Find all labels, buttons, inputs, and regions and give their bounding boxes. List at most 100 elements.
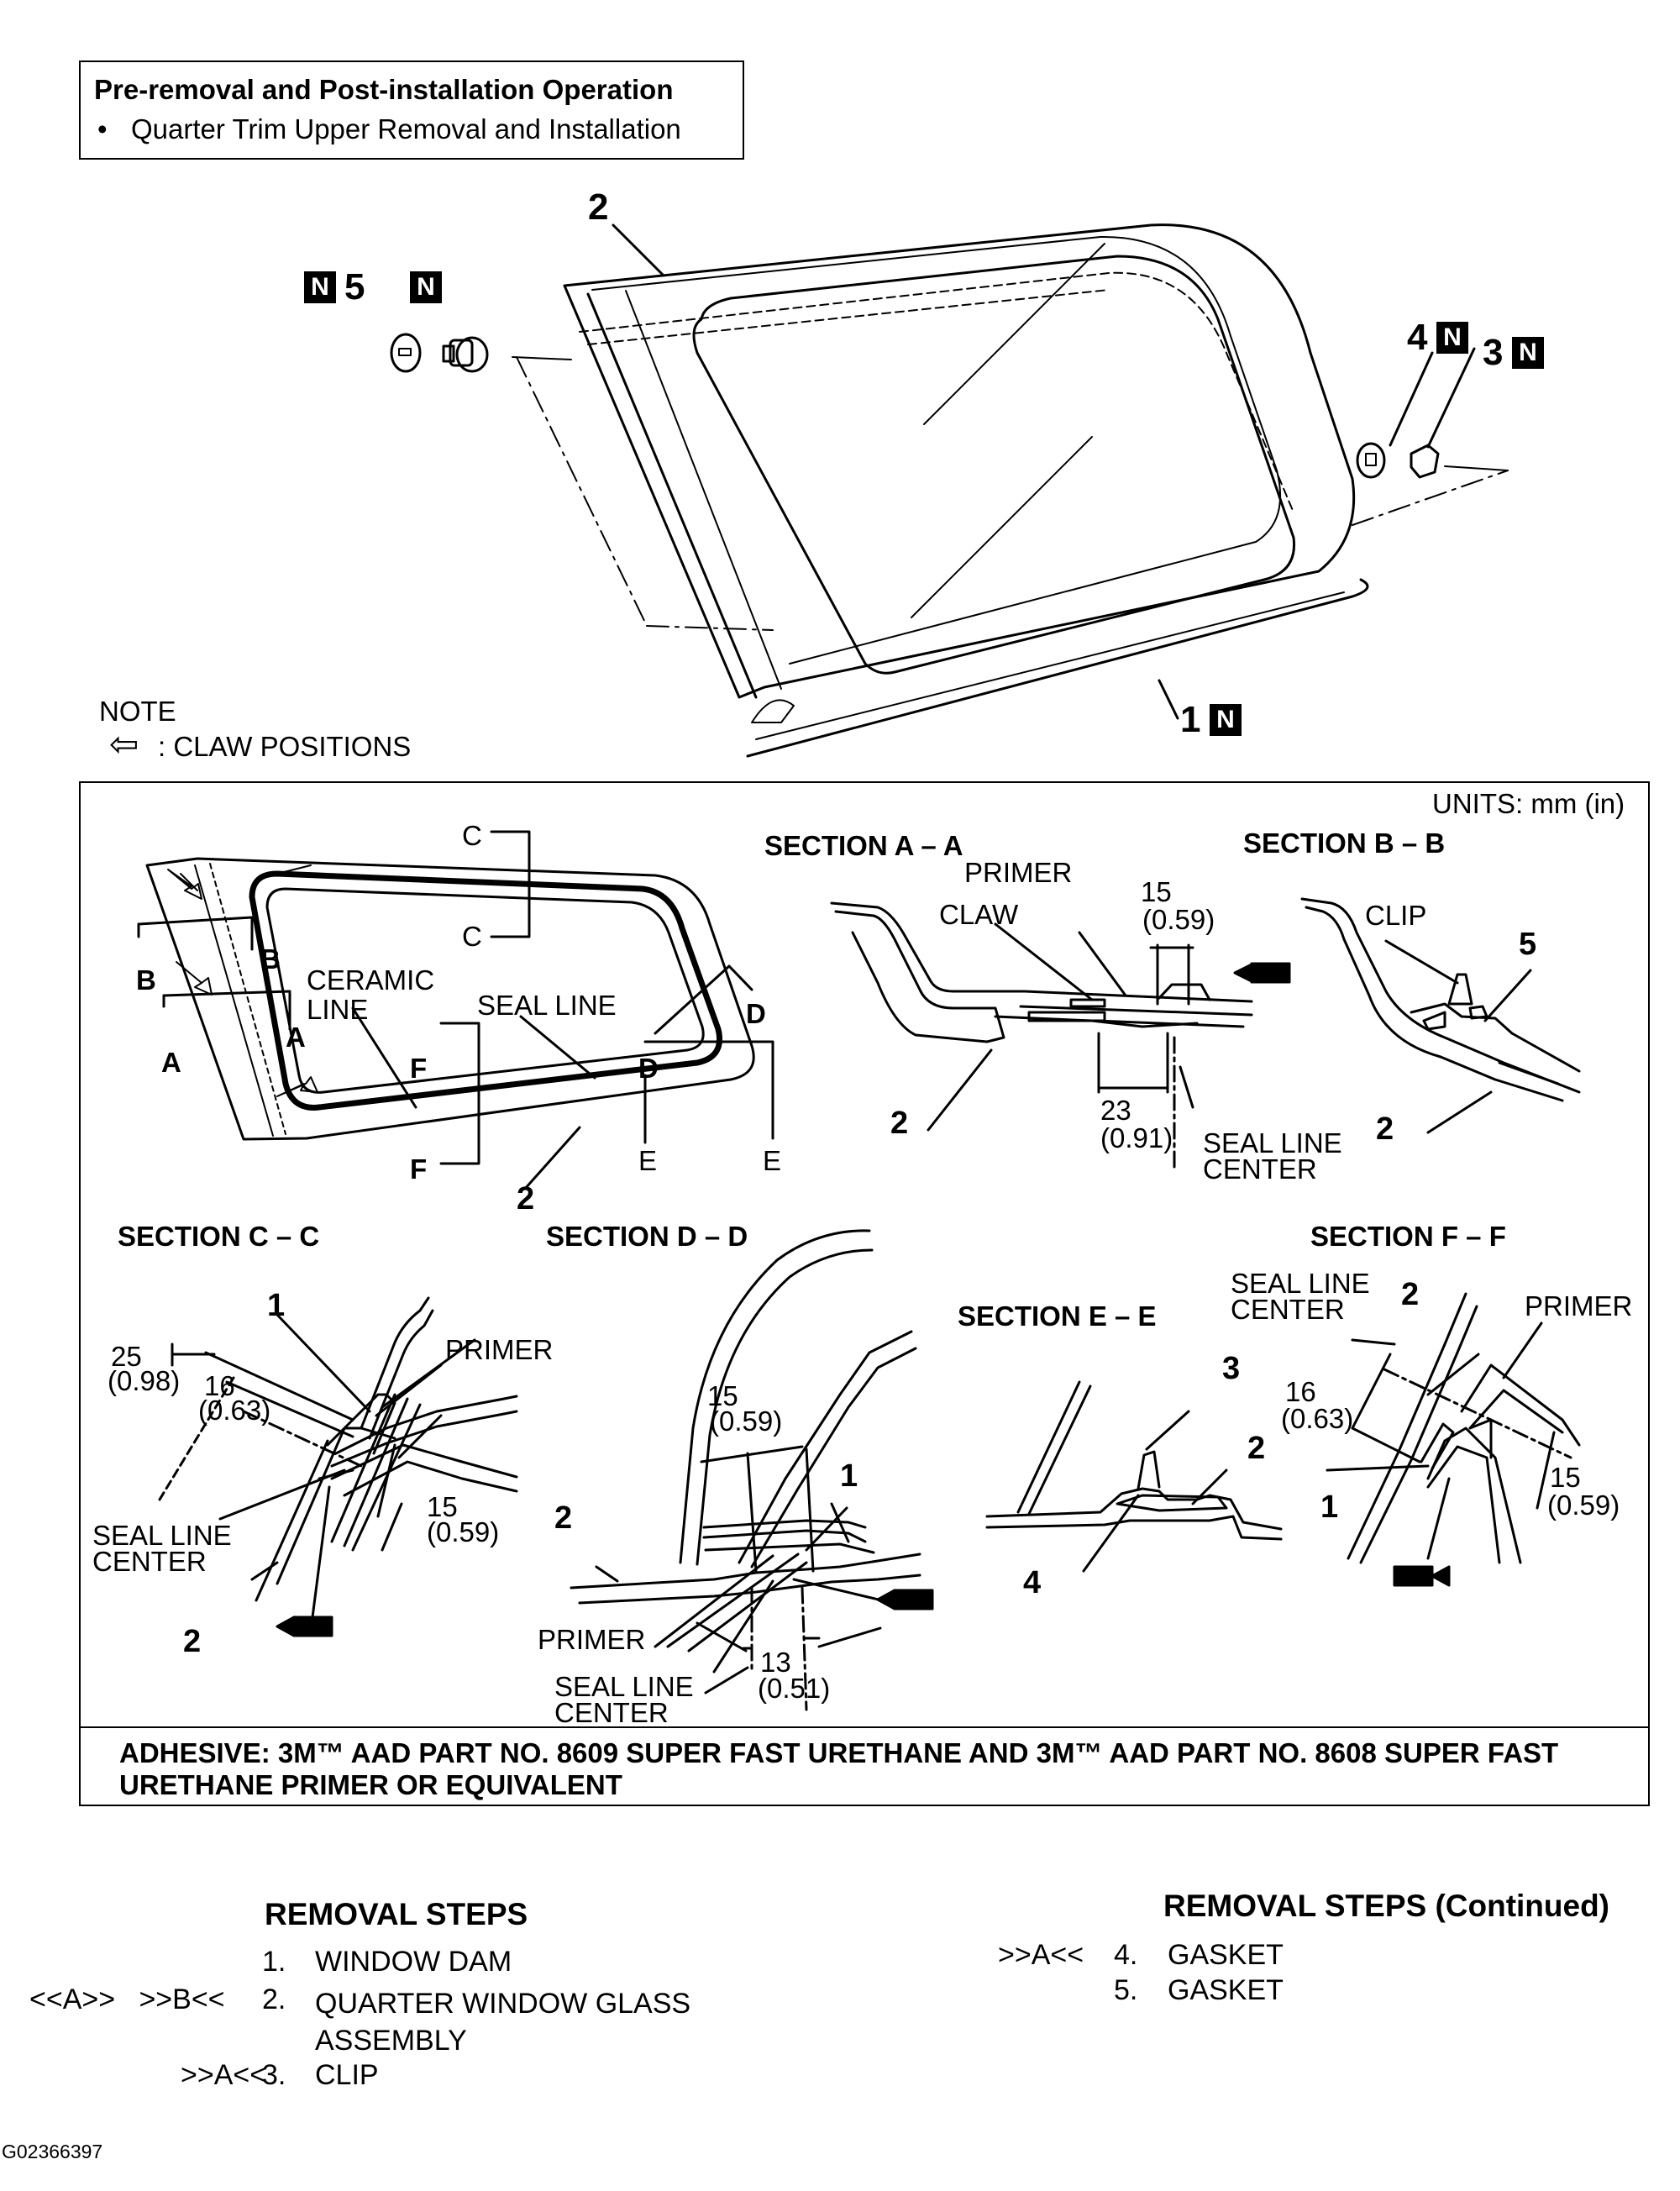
callout-5-top: 5 bbox=[344, 266, 365, 307]
adhesive-divider bbox=[79, 1726, 1650, 1728]
new-part-icon: N bbox=[1436, 322, 1468, 354]
gasket-5-shape bbox=[390, 333, 422, 373]
cut-label-b-right: B bbox=[260, 943, 281, 975]
new-part-badge-4: N bbox=[1436, 322, 1468, 354]
seal-line-label: SEAL LINE bbox=[477, 990, 617, 1021]
section-cc-dim-low-mm: 15 bbox=[427, 1491, 458, 1522]
section-bb-part-2: 2 bbox=[1376, 1111, 1394, 1147]
section-ff-title: SECTION F – F bbox=[1310, 1221, 1506, 1252]
section-bb-title: SECTION B – B bbox=[1243, 828, 1446, 859]
section-dd-title: SECTION D – D bbox=[546, 1221, 748, 1252]
section-aa-dim2-in: (0.91) bbox=[1100, 1122, 1173, 1153]
note-label: NOTE bbox=[99, 696, 176, 727]
ceramic-line-label: CERAMIC LINE bbox=[307, 964, 435, 1025]
pre-removal-item: Quarter Trim Upper Removal and Installat… bbox=[131, 113, 681, 144]
pre-removal-title: Pre-removal and Post-installation Operat… bbox=[94, 74, 674, 105]
cut-label-c-top: C bbox=[462, 820, 482, 851]
new-part-icon: N bbox=[1512, 337, 1544, 369]
section-ff-dim-mm: 16 bbox=[1285, 1376, 1316, 1407]
section-dd-dim-top-in: (0.59) bbox=[710, 1405, 783, 1437]
removal-step-5-num: 5. bbox=[1114, 1974, 1138, 2006]
callout-1-top: 1 bbox=[1180, 699, 1201, 740]
removal-step-2-num: 2. bbox=[262, 1983, 286, 2015]
removal-step-4-num: 4. bbox=[1114, 1939, 1138, 1971]
claw-arrow-icon: ⇦ bbox=[109, 724, 139, 764]
section-cc-dim-inner-mm: 16 bbox=[204, 1370, 235, 1401]
section-dd-part-2: 2 bbox=[554, 1500, 573, 1536]
removal-step-5-text: GASKET bbox=[1168, 1974, 1284, 2006]
removal-step-3-text: CLIP bbox=[315, 2059, 379, 2091]
section-aa-dim2-mm: 23 bbox=[1100, 1095, 1131, 1126]
callout-4-top: 4 bbox=[1407, 317, 1428, 358]
section-ee-part-3: 3 bbox=[1222, 1351, 1241, 1386]
section-dd-drawing bbox=[570, 1229, 934, 1711]
section-ee-part-4: 4 bbox=[1023, 1565, 1042, 1600]
section-ff-part-2: 2 bbox=[1401, 1277, 1420, 1312]
new-part-icon: N bbox=[304, 271, 336, 303]
section-ff-seal-line-center: SEAL LINE CENTER bbox=[1231, 1268, 1370, 1326]
new-part-badge-clip: N bbox=[410, 271, 442, 303]
cut-label-d-top: D bbox=[746, 998, 766, 1029]
cut-label-f-bottom: F bbox=[410, 1153, 428, 1185]
section-aa-dim1-mm: 15 bbox=[1141, 876, 1172, 907]
section-cc-part-2: 2 bbox=[183, 1624, 202, 1659]
units-label: UNITS: mm (in) bbox=[1432, 788, 1625, 819]
section-ff-primer: PRIMER bbox=[1525, 1290, 1633, 1321]
figure-id: G02366397 bbox=[2, 2141, 103, 2162]
adhesive-note: ADHESIVE: 3M™ AAD PART NO. 8609 SUPER FA… bbox=[119, 1737, 1559, 1800]
section-cc-dim-outer-mm: 25 bbox=[111, 1341, 142, 1372]
section-ff-dim-in: (0.63) bbox=[1281, 1403, 1354, 1434]
removal-steps-continued-title: REMOVAL STEPS (Continued) bbox=[1163, 1889, 1610, 1923]
section-cc-primer: PRIMER bbox=[445, 1334, 554, 1365]
cut-label-a-left: A bbox=[161, 1047, 181, 1078]
gasket-4-shape bbox=[1356, 442, 1386, 479]
new-part-badge-1: N bbox=[1210, 704, 1242, 736]
section-dd-dim-top-mm: 15 bbox=[707, 1380, 738, 1411]
quarter-window-glass-assembly bbox=[563, 223, 1369, 758]
section-ee-part-2: 2 bbox=[1247, 1431, 1266, 1466]
removal-step-4-text: GASKET bbox=[1168, 1939, 1284, 1971]
removal-step-4-refs: >>A<< bbox=[998, 1939, 1084, 1971]
section-bb-clip: CLIP bbox=[1365, 900, 1427, 931]
callout-2-top: 2 bbox=[588, 187, 609, 228]
section-cc-drawing bbox=[158, 1296, 518, 1637]
clip-3-shape bbox=[1410, 444, 1440, 479]
removal-step-2-text: QUARTER WINDOW GLASS ASSEMBLY bbox=[315, 1988, 691, 2057]
section-cc-part-1: 1 bbox=[267, 1288, 286, 1323]
removal-step-1-text: WINDOW DAM bbox=[315, 1946, 512, 1978]
cut-label-e-right: E bbox=[763, 1145, 782, 1176]
section-aa-claw: CLAW bbox=[939, 899, 1019, 930]
new-part-icon: N bbox=[1210, 704, 1242, 736]
overview-part-2: 2 bbox=[517, 1181, 535, 1216]
removal-steps-title: REMOVAL STEPS bbox=[265, 1897, 528, 1931]
section-cc-title: SECTION C – C bbox=[118, 1221, 320, 1252]
callout-3-top: 3 bbox=[1483, 332, 1504, 373]
section-ff-part-1: 1 bbox=[1320, 1490, 1339, 1525]
section-aa-drawing bbox=[830, 901, 1291, 1174]
pre-removal-box bbox=[79, 60, 744, 160]
cut-label-b-left: B bbox=[136, 964, 156, 996]
section-dd-primer: PRIMER bbox=[538, 1624, 646, 1655]
section-aa-title: SECTION A – A bbox=[764, 830, 963, 861]
section-dd-dim-bot-in: (0.51) bbox=[758, 1673, 831, 1704]
section-cc-seal-line-center: SEAL LINE CENTER bbox=[92, 1520, 232, 1578]
cut-label-e-left: E bbox=[638, 1145, 658, 1176]
new-part-badge-5: N bbox=[304, 271, 336, 303]
section-ff-drawing bbox=[1326, 1292, 1581, 1587]
removal-step-3-num: 3. bbox=[262, 2059, 286, 2091]
removal-step-3-refs: >>A<< bbox=[181, 2059, 267, 2091]
section-ee-drawing bbox=[985, 1380, 1283, 1573]
cut-label-d-bottom: D bbox=[638, 1053, 659, 1084]
cut-label-c-bottom: C bbox=[462, 921, 482, 952]
section-bb-drawing bbox=[1300, 897, 1581, 1134]
clip-left-shape bbox=[442, 336, 489, 373]
section-cc-dim-inner-in: (0.63) bbox=[198, 1395, 271, 1426]
pre-removal-bullet: • bbox=[97, 113, 108, 144]
claw-positions-note: : CLAW POSITIONS bbox=[158, 731, 412, 762]
removal-step-1-num: 1. bbox=[262, 1946, 286, 1978]
section-cc-dim-outer-in: (0.98) bbox=[108, 1365, 181, 1396]
section-ee-title: SECTION E – E bbox=[958, 1300, 1157, 1332]
cut-label-f-top: F bbox=[410, 1053, 428, 1084]
section-aa-dim1-in: (0.59) bbox=[1142, 904, 1215, 935]
